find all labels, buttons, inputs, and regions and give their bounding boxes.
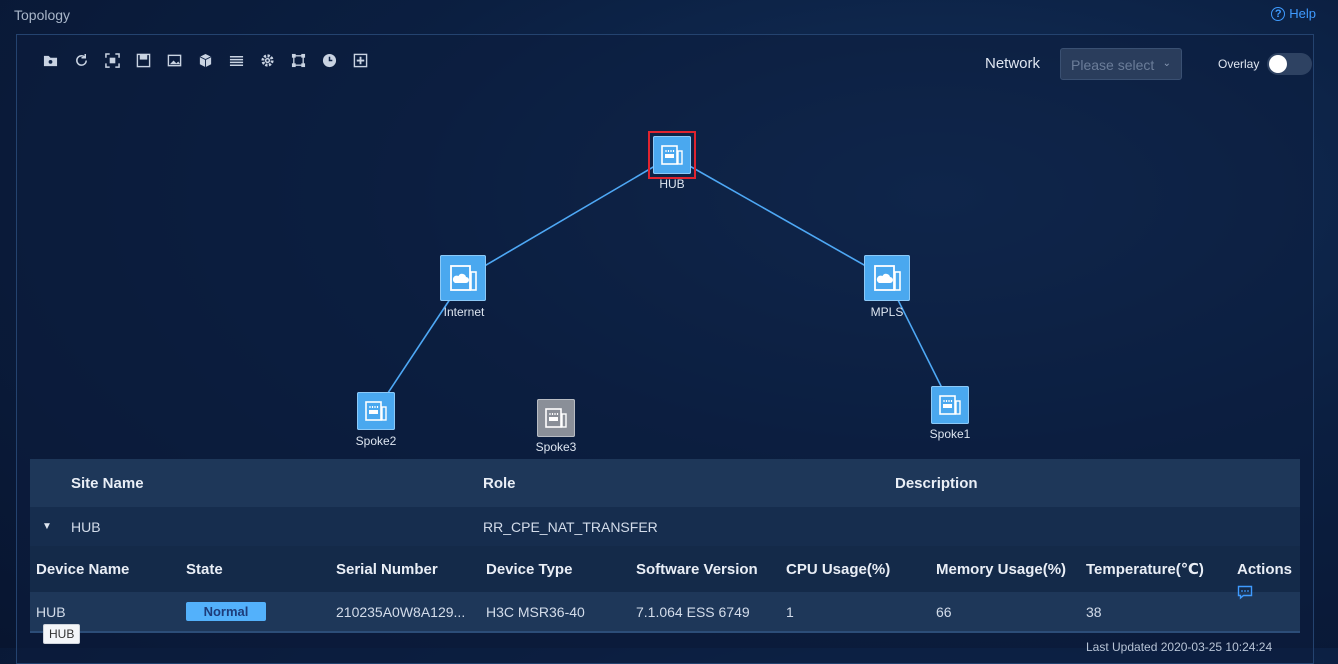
col-description: Description bbox=[895, 474, 978, 492]
overlay-toggle[interactable] bbox=[1267, 53, 1312, 75]
layout-icon[interactable] bbox=[351, 51, 369, 69]
help-icon: ? bbox=[1271, 6, 1286, 21]
network-select-placeholder: Please select bbox=[1071, 57, 1155, 73]
col-temperature: Temperature(℃) bbox=[1086, 561, 1204, 578]
router-icon bbox=[653, 136, 691, 174]
node-label-spoke1: Spoke1 bbox=[929, 427, 971, 441]
col-software-version: Software Version bbox=[636, 560, 758, 578]
status-badge: Normal bbox=[186, 602, 266, 621]
site-device-table: Site Name Role Description ▼ HUB RR_CPE_… bbox=[30, 459, 1300, 633]
node-label-spoke2: Spoke2 bbox=[355, 434, 397, 448]
cloud-network-icon bbox=[864, 255, 910, 301]
overlay-label: Overlay bbox=[1218, 57, 1260, 71]
col-role: Role bbox=[483, 474, 516, 492]
node-internet[interactable] bbox=[440, 255, 486, 301]
fit-view-icon[interactable] bbox=[103, 51, 121, 69]
folder-icon[interactable] bbox=[41, 51, 59, 69]
expand-caret-icon[interactable]: ▼ bbox=[42, 521, 52, 532]
cube-icon[interactable] bbox=[196, 51, 214, 69]
node-label-mpls: MPLS bbox=[870, 305, 904, 319]
toggle-knob bbox=[1269, 55, 1287, 73]
node-mpls[interactable] bbox=[864, 255, 910, 301]
cloud-network-icon bbox=[440, 255, 486, 301]
col-actions: Actions bbox=[1237, 560, 1293, 578]
node-spoke2[interactable] bbox=[357, 392, 395, 430]
image-icon[interactable] bbox=[165, 51, 183, 69]
select-frame-icon[interactable] bbox=[289, 51, 307, 69]
col-site-name: Site Name bbox=[71, 474, 144, 492]
help-label: Help bbox=[1289, 6, 1316, 21]
selected-node-frame bbox=[648, 131, 696, 179]
help-link[interactable]: ? Help bbox=[1271, 6, 1316, 21]
topology-toolbar bbox=[41, 51, 369, 69]
site-row-hub[interactable]: ▼ HUB RR_CPE_NAT_TRANSFER bbox=[30, 507, 1300, 546]
device-table-header: Device Name State Serial Number Device T… bbox=[30, 546, 1300, 592]
router-offline-icon bbox=[537, 399, 575, 437]
node-spoke1[interactable] bbox=[931, 386, 969, 424]
router-icon bbox=[357, 392, 395, 430]
site-table-header: Site Name Role Description bbox=[30, 459, 1300, 507]
node-spoke3[interactable] bbox=[537, 399, 575, 437]
device-name: HUB bbox=[36, 603, 66, 620]
site-role: RR_CPE_NAT_TRANSFER bbox=[483, 518, 658, 535]
device-cpu: 1 bbox=[786, 603, 794, 620]
node-hub[interactable] bbox=[653, 136, 691, 174]
refresh-icon[interactable] bbox=[72, 51, 90, 69]
clock-icon[interactable] bbox=[320, 51, 338, 69]
save-icon[interactable] bbox=[134, 51, 152, 69]
node-label-hub: HUB bbox=[659, 177, 685, 191]
network-select[interactable]: Please select ⌄ bbox=[1060, 48, 1182, 80]
router-icon bbox=[931, 386, 969, 424]
network-label: Network bbox=[985, 55, 1041, 72]
col-device-name: Device Name bbox=[36, 560, 130, 578]
device-version: 7.1.064 ESS 6749 bbox=[636, 603, 750, 620]
col-device-type: Device Type bbox=[486, 560, 573, 578]
node-tooltip: HUB bbox=[43, 624, 81, 644]
node-label-spoke3: Spoke3 bbox=[535, 440, 577, 454]
node-label-internet: Internet bbox=[443, 305, 485, 319]
col-memory-usage: Memory Usage(%) bbox=[936, 560, 1067, 578]
col-cpu-usage: CPU Usage(%) bbox=[786, 560, 891, 578]
device-type: H3C MSR36-40 bbox=[486, 603, 585, 620]
device-row-hub[interactable]: HUB Normal 210235A0W8A129... H3C MSR36-4… bbox=[30, 585, 1300, 633]
layers-icon[interactable] bbox=[227, 51, 245, 69]
settings-icon[interactable] bbox=[258, 51, 276, 69]
last-updated-text: Last Updated 2020-03-25 10:24:24 bbox=[1086, 640, 1273, 654]
message-icon[interactable] bbox=[1237, 584, 1253, 603]
site-name: HUB bbox=[71, 518, 101, 535]
state-badge-label: Normal bbox=[186, 602, 266, 621]
device-temperature: 38 bbox=[1086, 603, 1102, 620]
col-state: State bbox=[186, 560, 223, 578]
device-serial: 210235A0W8A129... bbox=[336, 603, 466, 620]
col-serial-number: Serial Number bbox=[336, 560, 438, 578]
chevron-down-icon: ⌄ bbox=[1162, 58, 1171, 69]
page-title: Topology bbox=[14, 7, 71, 23]
device-memory: 66 bbox=[936, 603, 952, 620]
